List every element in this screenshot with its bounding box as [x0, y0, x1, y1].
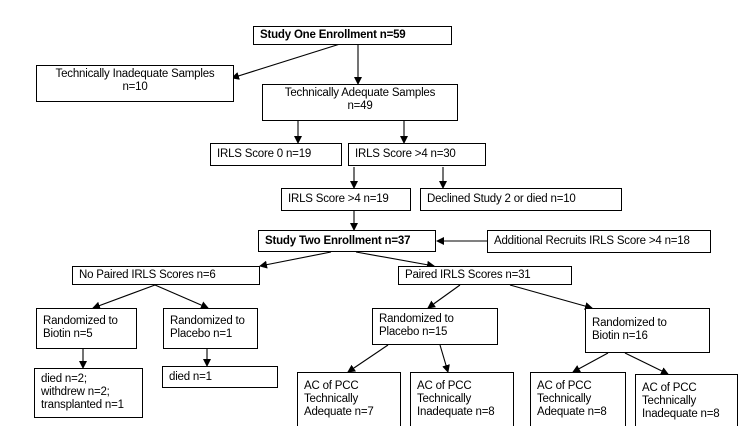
randomized-placebo-15-label: Randomized to: [379, 313, 454, 325]
pcc-adequate-7-line1: AC of PCC: [304, 380, 359, 392]
study-one-enrollment-label: Study One Enrollment n=59: [260, 29, 406, 41]
irls-score-gt4-19-box: IRLS Score >4 n=19: [281, 188, 411, 211]
randomized-biotin-5-box: Randomized to Biotin n=5: [36, 308, 137, 349]
technically-adequate-label: Technically Adequate Samples: [284, 87, 436, 99]
arrow-biotin16-to-adequate: [572, 352, 609, 373]
pcc-inadequate-8b-line2: Technically: [642, 395, 697, 407]
irls-score-zero-label: IRLS Score 0 n=19: [217, 148, 312, 160]
died-1-label: died n=1: [169, 371, 212, 383]
declined-study-two-box: Declined Study 2 or died n=10: [420, 188, 622, 211]
arrow-paired-to-biotin: [509, 284, 593, 310]
declined-study-two-label: Declined Study 2 or died n=10: [427, 193, 576, 205]
pcc-adequate-7-line3: Adequate n=7: [304, 406, 374, 418]
pcc-adequate-7-line2: Technically: [304, 393, 359, 405]
pcc-adequate-8-line1: AC of PCC: [537, 380, 592, 392]
irls-score-gt4-30-box: IRLS Score >4 n=30: [348, 143, 486, 166]
randomized-placebo-15-count: Placebo n=15: [379, 326, 448, 338]
pcc-adequate-7-box: AC of PCC Technically Adequate n=7: [297, 372, 401, 426]
irls-score-gt4-30-label: IRLS Score >4 n=30: [355, 148, 456, 160]
paired-irls-label: Paired IRLS Scores n=31: [405, 269, 531, 281]
irls-score-zero-box: IRLS Score 0 n=19: [210, 143, 342, 166]
additional-recruits-label: Additional Recruits IRLS Score >4 n=18: [494, 235, 690, 247]
arrow-biotin16-to-inadequate: [624, 352, 669, 375]
died-withdrew-transplanted-box: died n=2; withdrew n=2; transplanted n=1: [34, 368, 143, 418]
randomized-placebo-15-box: Randomized to Placebo n=15: [372, 308, 498, 345]
arrow-placebo15-to-adequate: [347, 344, 389, 373]
randomized-biotin-5-count: Biotin n=5: [43, 328, 93, 340]
pcc-inadequate-8b-line3: Inadequate n=8: [642, 408, 720, 420]
arrow-study-two-to-paired: [355, 251, 435, 269]
study-one-enrollment-box: Study One Enrollment n=59: [253, 26, 452, 45]
study-two-enrollment-box: Study Two Enrollment n=37: [258, 230, 436, 252]
technically-adequate-box: Technically Adequate Samples n=49: [262, 84, 458, 121]
randomized-placebo-1-box: Randomized to Placebo n=1: [163, 308, 258, 349]
randomized-biotin-16-label: Randomized to: [592, 317, 667, 329]
pcc-inadequate-8a-line3: Inadequate n=8: [417, 406, 495, 418]
technically-inadequate-label: Technically Inadequate Samples: [55, 68, 215, 80]
arrow-no-paired-to-placebo: [154, 284, 209, 309]
paired-irls-box: Paired IRLS Scores n=31: [398, 266, 572, 285]
study-two-enrollment-label: Study Two Enrollment n=37: [265, 235, 411, 247]
arrow-no-paired-to-biotin: [92, 284, 156, 310]
arrow-paired-to-placebo: [427, 284, 461, 309]
pcc-inadequate-8a-line1: AC of PCC: [417, 380, 472, 392]
technically-inadequate-count: n=10: [122, 81, 148, 93]
additional-recruits-box: Additional Recruits IRLS Score >4 n=18: [487, 230, 711, 253]
no-paired-irls-label: No Paired IRLS Scores n=6: [79, 269, 216, 281]
randomized-biotin-5-label: Randomized to: [43, 315, 118, 327]
pcc-adequate-8-line3: Adequate n=8: [537, 406, 607, 418]
pcc-adequate-8-line2: Technically: [537, 393, 592, 405]
arrow-placebo15-to-inadequate: [439, 344, 450, 373]
died-1-box: died n=1: [162, 366, 278, 388]
pcc-inadequate-8b-box: AC of PCC Technically Inadequate n=8: [635, 374, 738, 426]
arrow-study-two-to-no-paired: [259, 251, 332, 269]
pcc-inadequate-8b-line1: AC of PCC: [642, 382, 697, 394]
randomized-placebo-1-count: Placebo n=1: [170, 328, 233, 340]
pcc-adequate-8-box: AC of PCC Technically Adequate n=8: [530, 372, 626, 426]
arrow-study-one-to-inadequate: [231, 43, 341, 80]
randomized-biotin-16-box: Randomized to Biotin n=16: [585, 308, 710, 353]
technically-adequate-count: n=49: [347, 100, 373, 112]
withdrew-label: withdrew n=2;: [41, 386, 110, 398]
pcc-inadequate-8a-box: AC of PCC Technically Inadequate n=8: [410, 372, 514, 426]
randomized-placebo-1-label: Randomized to: [170, 315, 245, 327]
no-paired-irls-box: No Paired IRLS Scores n=6: [72, 266, 260, 285]
transplanted-label: transplanted n=1: [41, 399, 124, 411]
died-label: died n=2;: [41, 373, 87, 385]
irls-score-gt4-19-label: IRLS Score >4 n=19: [288, 193, 389, 205]
pcc-inadequate-8a-line2: Technically: [417, 393, 472, 405]
randomized-biotin-16-count: Biotin n=16: [592, 330, 648, 342]
technically-inadequate-box: Technically Inadequate Samples n=10: [36, 65, 234, 102]
